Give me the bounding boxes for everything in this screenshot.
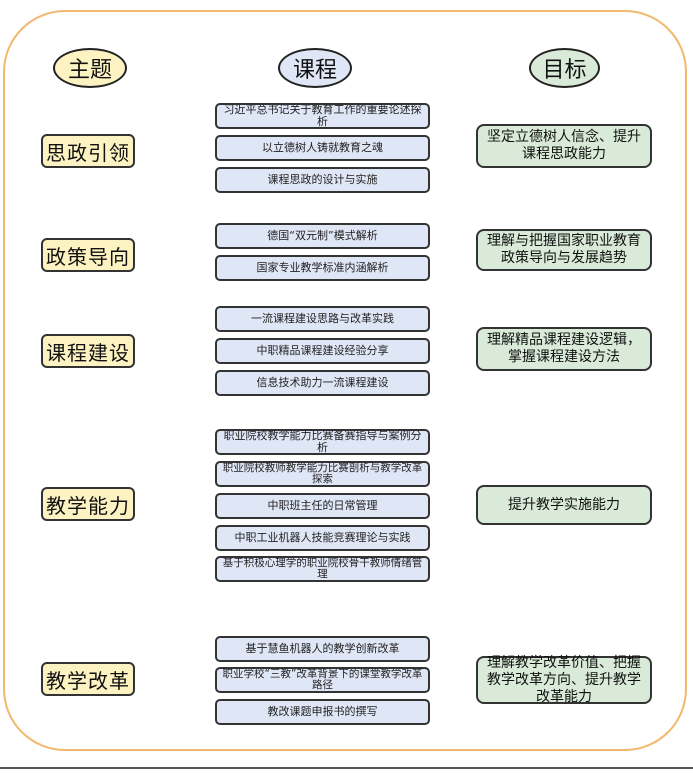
theme-box: 教学能力 <box>41 487 135 521</box>
course-box: 教改课题申报书的撰写 <box>215 699 430 725</box>
course-box: 信息技术助力一流课程建设 <box>215 370 430 396</box>
course-box: 职业院校教师教学能力比赛剖析与教学改革探索 <box>215 461 430 487</box>
course-box: 一流课程建设思路与改革实践 <box>215 306 430 332</box>
goal-box: 提升教学实施能力 <box>476 485 652 525</box>
theme-box: 思政引领 <box>41 134 135 168</box>
course-box: 中职工业机器人技能竞赛理论与实践 <box>215 525 430 551</box>
course-box: 中职班主任的日常管理 <box>215 493 430 519</box>
theme-box: 政策导向 <box>41 238 135 272</box>
course-box: 基于积极心理学的职业院校骨干教师情绪管理 <box>215 556 430 582</box>
course-box: 基于慧鱼机器人的教学创新改革 <box>215 636 430 662</box>
course-box: 课程思政的设计与实施 <box>215 167 430 193</box>
course-box: 习近平总书记关于教育工作的重要论述探析 <box>215 103 430 129</box>
theme-box: 教学改革 <box>41 662 135 696</box>
goal-box: 理解教学改革价值、把握教学改革方向、提升教学改革能力 <box>476 655 652 705</box>
course-box: 以立德树人铸就教育之魂 <box>215 135 430 161</box>
goal-box: 理解精品课程建设逻辑，掌握课程建设方法 <box>476 327 652 371</box>
bottom-divider <box>0 767 693 769</box>
header-theme: 主题 <box>53 48 127 88</box>
course-box: 德国“双元制”模式解析 <box>215 223 430 249</box>
header-goal: 目标 <box>529 48 600 88</box>
course-box: 职业院校教学能力比赛备赛指导与案例分析 <box>215 429 430 455</box>
goal-box: 坚定立德树人信念、提升课程思政能力 <box>476 124 652 168</box>
course-box: 中职精品课程建设经验分享 <box>215 338 430 364</box>
theme-box: 课程建设 <box>41 334 135 368</box>
course-box: 职业学校“三教”改革背景下的课堂教学改革路径 <box>215 667 430 693</box>
course-box: 国家专业教学标准内涵解析 <box>215 255 430 281</box>
goal-box: 理解与把握国家职业教育政策导向与发展趋势 <box>476 229 652 271</box>
header-course: 课程 <box>278 48 352 88</box>
